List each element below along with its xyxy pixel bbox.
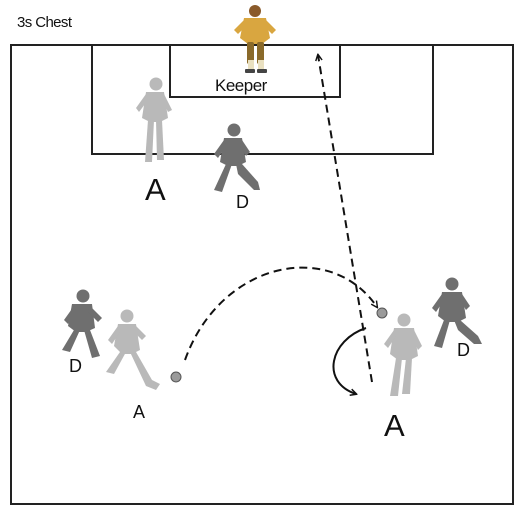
pass-arc-arrow — [184, 266, 377, 361]
shot-line-arrow — [318, 55, 373, 383]
defender-figure-icon — [62, 289, 102, 358]
soccer-ball-icon — [376, 307, 388, 319]
keeper-figure-icon — [234, 5, 276, 73]
penalty-box — [91, 46, 434, 155]
defender-figure-icon — [214, 123, 260, 192]
defender-left-label: D — [69, 356, 82, 376]
drill-title: 3s Chest — [17, 14, 73, 31]
defender-top-label: D — [236, 192, 249, 212]
attacker-figure-icon — [384, 313, 422, 396]
keeper-label: Keeper — [215, 76, 268, 95]
attacker-left-label: A — [133, 402, 145, 422]
goal-area — [169, 46, 341, 98]
field-boundary — [10, 44, 514, 505]
attacker-figure-icon — [106, 309, 160, 390]
defender-figure-icon — [432, 277, 482, 348]
attacker-right-label: A — [384, 408, 405, 443]
soccer-ball-icon — [170, 371, 182, 383]
attacker-top-label: A — [145, 172, 166, 207]
attacker-figure-icon — [136, 77, 172, 162]
turn-arrow — [332, 327, 367, 394]
defender-right-label: D — [457, 340, 470, 360]
